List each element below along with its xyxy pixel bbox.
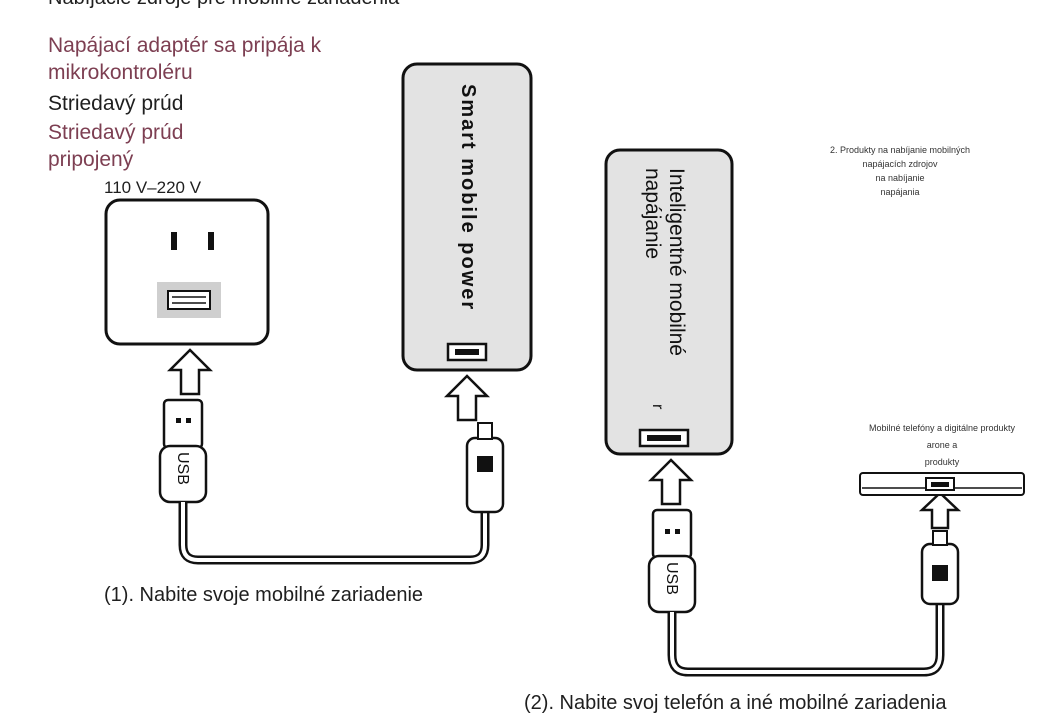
cable-left: [178, 502, 490, 565]
power-bank-right-label: Inteligentné mobilné napájanie: [641, 168, 688, 356]
arrow-up-left-1: [166, 348, 214, 396]
micro-plug-head-right: [932, 530, 948, 546]
usb-plug-head-right: [651, 508, 693, 560]
device-line: Mobilné telefóny a digitálne produkty: [868, 423, 1016, 433]
arrow-up-right-1: [647, 458, 695, 506]
ac-label: Striedavý prúd: [48, 92, 184, 115]
device-line: arone a: [926, 440, 958, 450]
caption-right: (2). Nabite svoj telefón a iné mobilné z…: [524, 692, 947, 714]
power-bank-right: [604, 148, 734, 456]
power-bank-left: [401, 62, 533, 372]
cable-right: [667, 598, 945, 677]
device-label: Mobilné telefóny a digitálne produkty ar…: [840, 420, 1044, 471]
ac-connected-label: Striedavý prúd pripojený: [48, 121, 184, 171]
arrow-up-left-2: [443, 374, 491, 422]
header-fragment: Nabíjacie zdroje pre mobilné zariadenia: [48, 0, 399, 10]
micro-plug-head-left: [477, 422, 493, 440]
adapter-prong-right: [208, 232, 214, 250]
note-line: napájacích zdrojov: [862, 159, 938, 169]
voltage-label: 110 V–220 V: [104, 178, 202, 197]
adapter-prong-left: [171, 232, 177, 250]
usb-label-right: USB: [663, 562, 680, 595]
power-bank-right-suffix: r: [649, 404, 666, 410]
adapter-label: Napájací adaptér sa pripája k mikrokontr…: [48, 34, 322, 84]
device-line: produkty: [924, 457, 960, 467]
note-line: 2. Produkty na nabíjanie mobilných: [829, 145, 971, 155]
adapter-usb-port: [167, 290, 211, 310]
note-line: na nabíjanie: [875, 173, 925, 183]
arrow-up-right-2: [918, 491, 962, 530]
power-bank-left-label: Smart mobile power: [457, 84, 479, 312]
note-right: 2. Produkty na nabíjanie mobilných napáj…: [805, 143, 995, 199]
usb-plug-head-left: [162, 398, 204, 450]
micro-plug-body-left: [465, 436, 505, 514]
note-line: napájania: [880, 187, 920, 197]
wall-adapter: [104, 198, 270, 346]
usb-label-left: USB: [174, 452, 191, 485]
caption-left: (1). Nabite svoje mobilné zariadenie: [104, 584, 424, 606]
